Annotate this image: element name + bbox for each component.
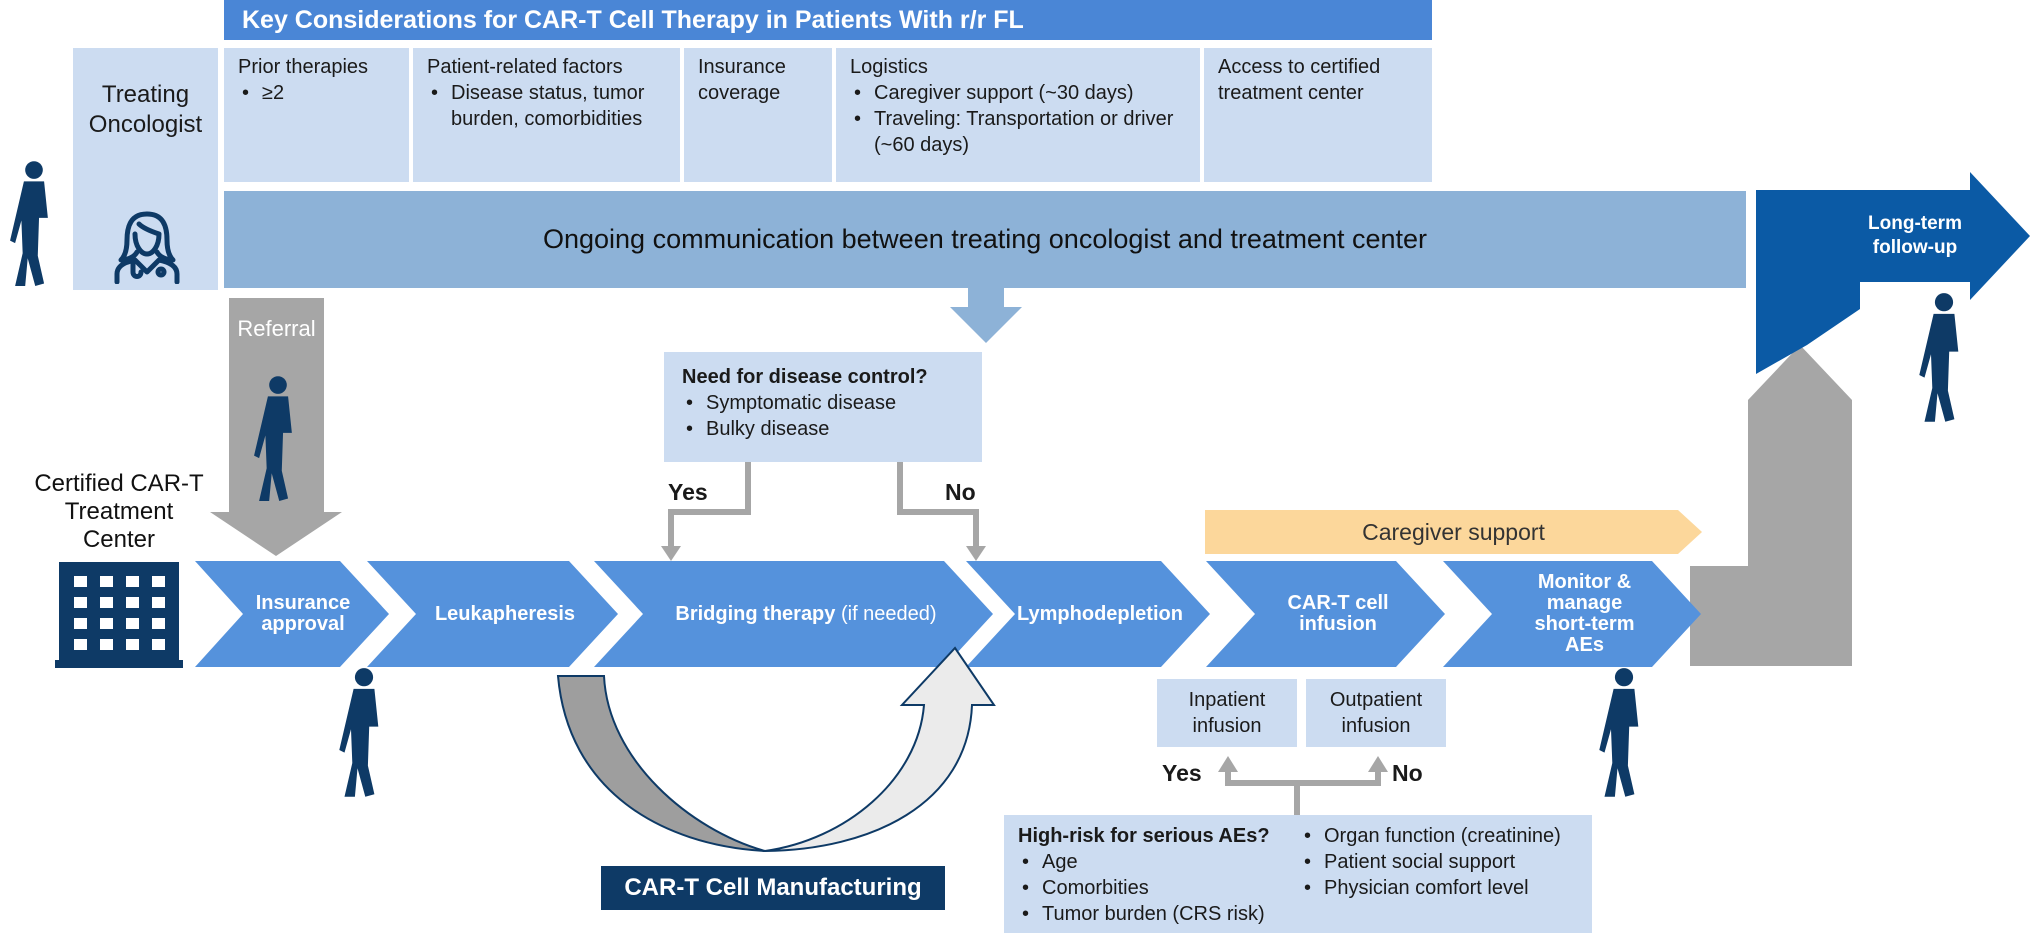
doctor-icon — [114, 211, 180, 284]
caregiver-support-bar — [1205, 510, 1702, 554]
high-risk-item: Patient social support — [1300, 849, 1561, 875]
yes-connector — [668, 462, 751, 547]
consideration-bullet: Traveling: Transportation or driver (~60… — [850, 106, 1186, 158]
inpatient-arrowhead — [1218, 756, 1238, 772]
referral-label: Referral — [237, 316, 316, 341]
consideration-heading: Logistics — [850, 56, 928, 78]
consideration-access: Access to certified treatment center — [1204, 48, 1432, 182]
communication-bar: Ongoing communication between treating o… — [224, 191, 1746, 288]
consideration-logistics: Logistics Caregiver support (~30 days) T… — [836, 48, 1200, 182]
manufacturing-loop-gray — [556, 675, 766, 852]
long-term-followup-arrow — [1756, 172, 2030, 374]
high-risk-item: Physician comfort level — [1300, 875, 1561, 901]
manufacturing-loop-light — [764, 646, 996, 852]
long-term-followup-label: Long-term follow-up — [1868, 213, 1962, 258]
treating-oncologist-panel: Treating Oncologist — [73, 48, 218, 290]
step-insurance-approval: Insurance approval — [255, 592, 351, 635]
no-arrowhead — [966, 546, 986, 561]
disease-control-heading: Need for disease control? — [682, 366, 928, 388]
bridging-therapy-label: Bridging therapy — [675, 602, 836, 625]
patient-walking-icon — [10, 161, 48, 286]
step-leukapheresis: Leukapheresis — [434, 602, 576, 625]
inpatient-infusion-box: Inpatient infusion — [1157, 679, 1297, 747]
infusion-fork — [1225, 771, 1381, 786]
high-risk-box: High-risk for serious AEs? Age Comorbiti… — [1004, 815, 1592, 933]
high-risk-item: Age — [1018, 849, 1300, 875]
caregiver-support-label: Caregiver support — [1362, 519, 1545, 545]
high-risk-item: Tumor burden (CRS risk) — [1018, 901, 1300, 927]
disease-control-bullet: Bulky disease — [682, 416, 964, 442]
communication-down-arrow — [950, 288, 1022, 343]
consideration-heading: Insurance coverage — [698, 56, 786, 104]
disease-control-no: No — [945, 479, 976, 505]
patient-walking-icon — [1919, 293, 1959, 422]
consideration-bullet: ≥2 — [238, 80, 395, 106]
infusion-yes: Yes — [1162, 760, 1202, 786]
step-cart-infusion: CAR-T cell infusion — [1287, 592, 1389, 635]
diagram-title: Key Considerations for CAR-T Cell Therap… — [242, 6, 1024, 34]
disease-control-yes: Yes — [668, 479, 708, 505]
consideration-prior-therapies: Prior therapies ≥2 — [224, 48, 409, 182]
high-risk-heading: High-risk for serious AEs? — [1018, 825, 1270, 847]
followup-gray-arrow — [1690, 345, 1852, 666]
consideration-heading: Patient-related factors — [427, 56, 623, 78]
consideration-heading: Access to certified treatment center — [1218, 56, 1381, 104]
high-risk-item: Organ function (creatinine) — [1300, 823, 1561, 849]
chevron-cart-infusion — [1206, 561, 1445, 667]
chevron-lymphodepletion — [966, 561, 1210, 667]
manufacturing-label: CAR-T Cell Manufacturing — [601, 866, 945, 910]
step-lymphodepletion: Lymphodepletion — [1017, 602, 1183, 625]
high-risk-item: Comorbities — [1018, 875, 1300, 901]
consideration-heading: Prior therapies — [238, 56, 369, 78]
step-monitor-aes: Monitor & manage short-term AEs — [1534, 571, 1635, 656]
communication-text: Ongoing communication between treating o… — [542, 224, 1428, 254]
chevron-insurance-approval — [195, 561, 389, 667]
yes-arrowhead — [661, 546, 681, 561]
consideration-patient-factors: Patient-related factors Disease status, … — [413, 48, 680, 182]
consideration-insurance: Insurance coverage — [684, 48, 832, 182]
patient-walking-icon — [1599, 668, 1639, 797]
outpatient-infusion-box: Outpatient infusion — [1306, 679, 1446, 747]
certified-center-label: Certified CAR-T Treatment Center — [34, 470, 204, 553]
consideration-bullet: Caregiver support (~30 days) — [850, 80, 1186, 106]
chevron-leukapheresis — [367, 561, 618, 667]
no-connector — [897, 462, 979, 547]
infusion-no: No — [1392, 760, 1423, 786]
disease-control-box: Need for disease control? Symptomatic di… — [664, 352, 982, 462]
chevron-monitor-aes — [1443, 561, 1701, 667]
outpatient-arrowhead — [1368, 756, 1388, 772]
building-icon — [55, 562, 183, 668]
consideration-bullet: Disease status, tumor burden, comorbidit… — [427, 80, 666, 132]
disease-control-bullet: Symptomatic disease — [682, 390, 964, 416]
chevron-bridging-therapy — [594, 561, 993, 667]
title-banner: Key Considerations for CAR-T Cell Therap… — [224, 0, 1432, 40]
bridging-therapy-note: (if needed) — [840, 602, 937, 625]
step-bridging-therapy: Bridging therapy (if needed) — [643, 561, 969, 667]
treating-oncologist-label: Treating Oncologist — [88, 81, 203, 138]
patient-walking-icon — [339, 668, 379, 797]
